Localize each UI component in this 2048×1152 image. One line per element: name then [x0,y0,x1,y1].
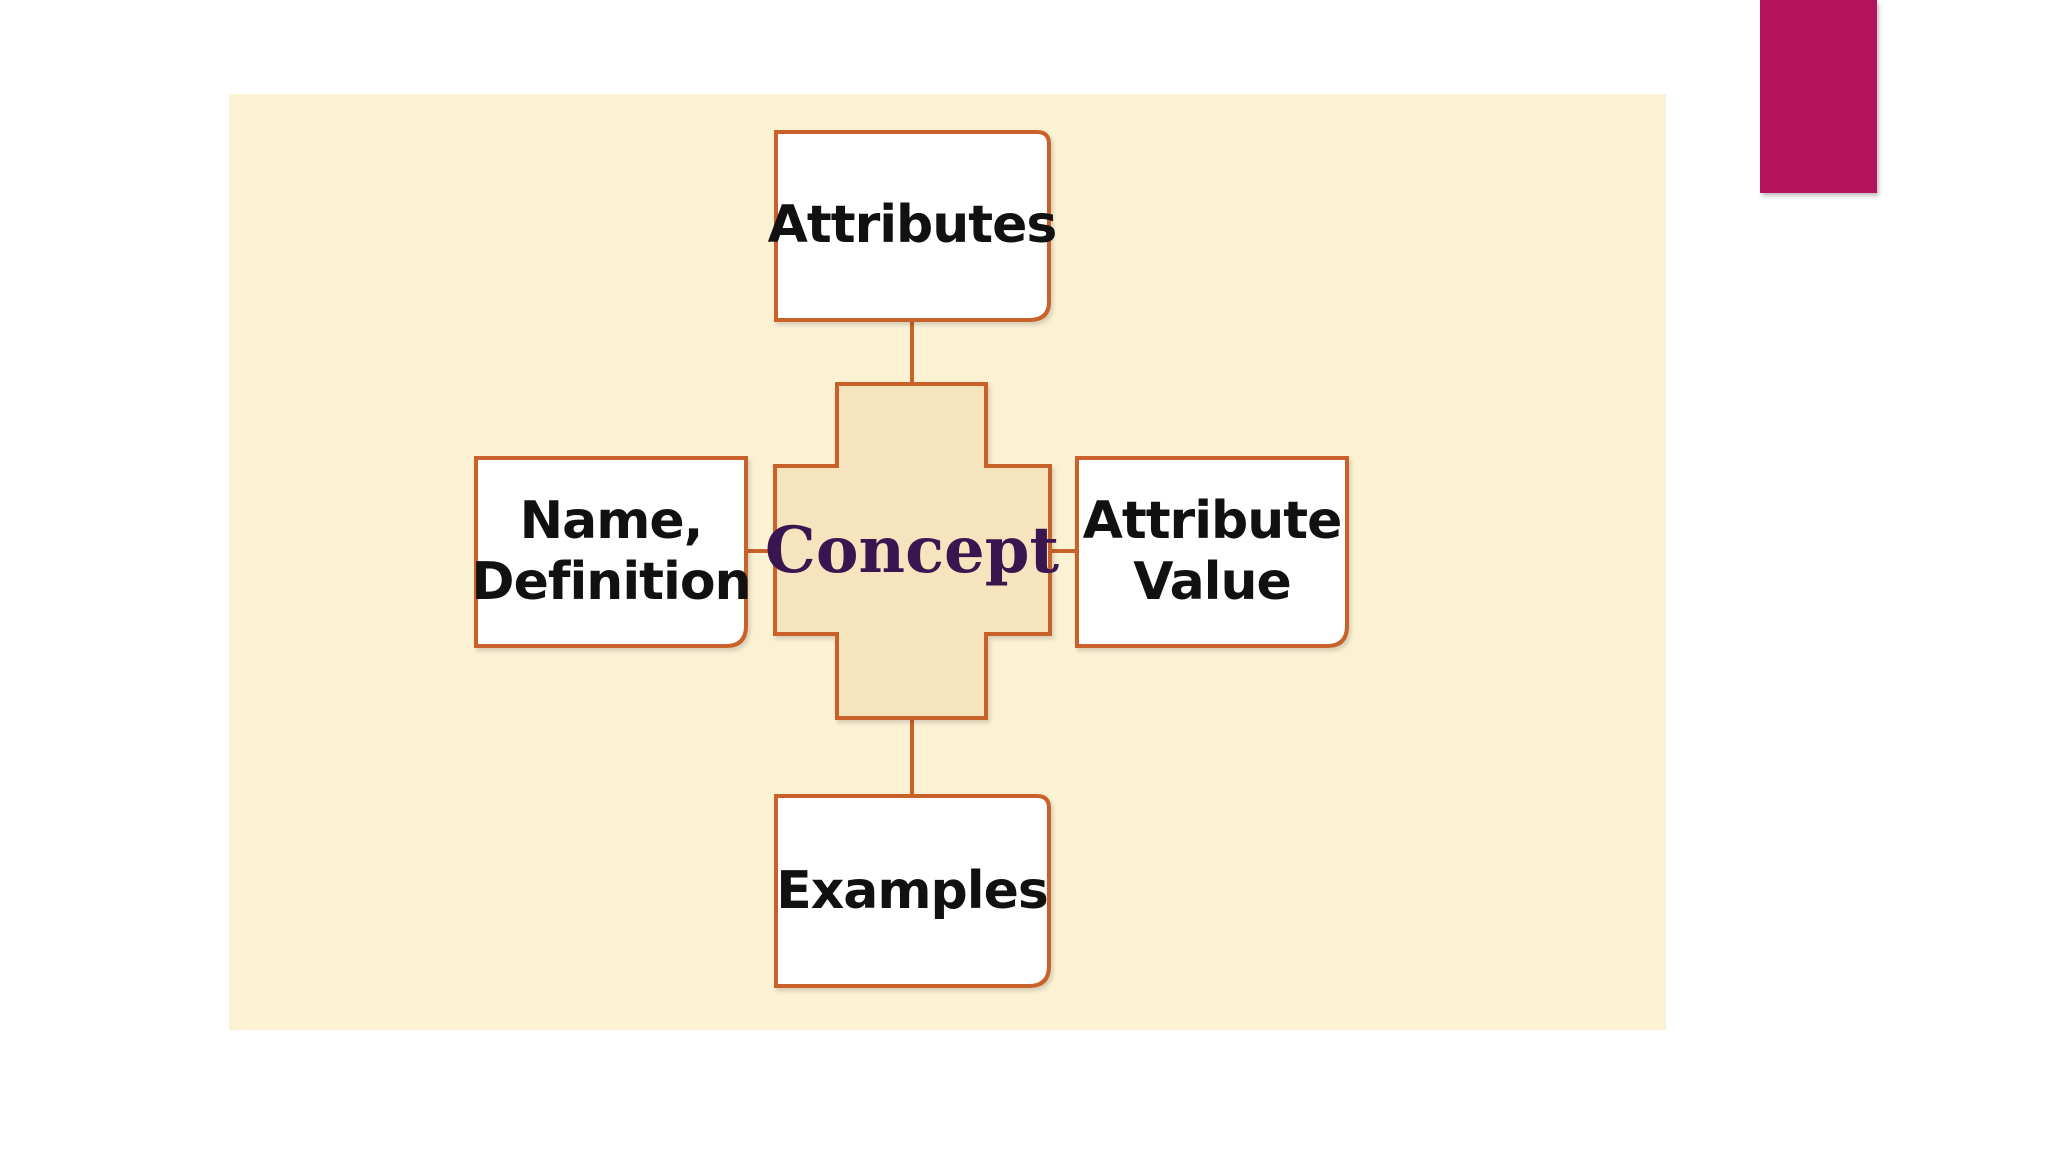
name-definition-node-line2: Definition [471,552,750,612]
attribute-value-node-box [1075,456,1349,648]
attributes-node-box [774,130,1051,322]
attribute-value-node-line2: Value [1133,552,1291,612]
accent-bar [1760,0,1877,193]
name-definition-node-box [474,456,748,648]
examples-node-label: Examples [776,861,1048,921]
name-definition-node-line1: Name, [520,491,703,551]
concept-center-shape [773,382,1052,720]
attributes-node-label: Attributes [768,195,1057,255]
concept-label: Concept [765,513,1060,588]
concept-diagram-figure: Concept Attributes Name, Definition Attr… [229,94,1666,1030]
examples-node-box [774,794,1051,988]
concept-diagram: Concept Attributes Name, Definition Attr… [471,130,1349,988]
attribute-value-node-line1: Attribute [1083,491,1342,551]
